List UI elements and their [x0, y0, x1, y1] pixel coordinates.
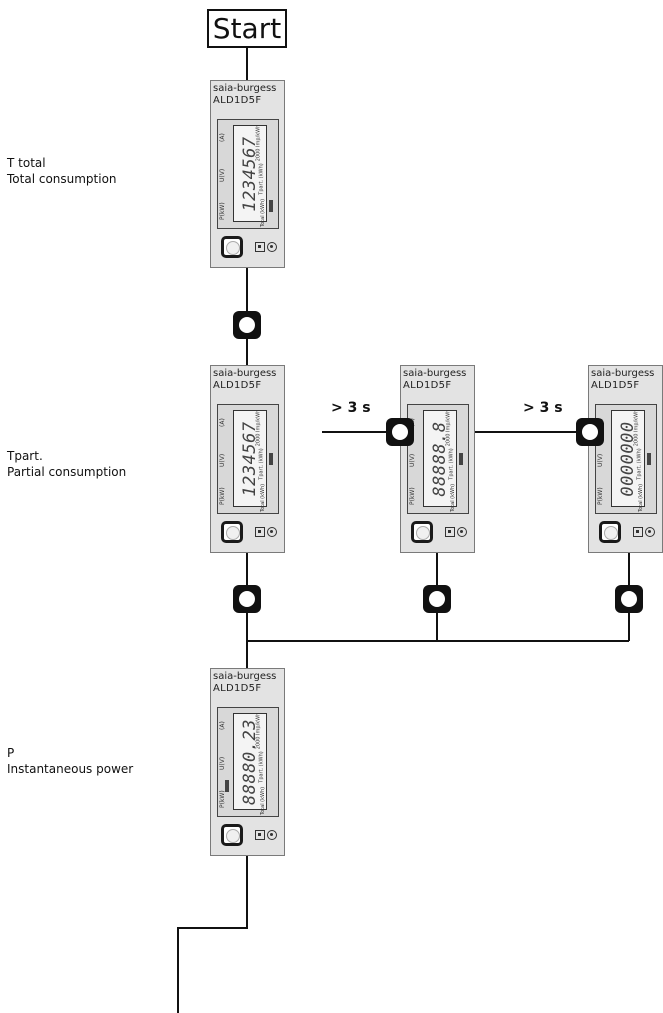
lcd-display: 1234567 — [233, 410, 267, 507]
meter-face: (A) U(V) P(kW) 1234567 2000 Imp/kWh Tpar… — [217, 119, 279, 229]
led-icon — [645, 527, 655, 537]
label-ampere: (A) — [219, 133, 226, 142]
meter-brand: saia-burgess — [213, 368, 277, 379]
meter-power: saia-burgess ALD1D5F (A) U(V) P(kW) 8888… — [210, 668, 285, 856]
lcd-display: 88880.23 — [233, 713, 267, 810]
label-total-kwh: Total (kWh) — [637, 483, 644, 513]
reset-icon — [255, 242, 265, 252]
label-voltage: U(V) — [219, 168, 226, 182]
label-total: T total Total consumption — [7, 155, 117, 187]
label-impulse: 2000 Imp/kWh — [255, 409, 262, 447]
reset-icon — [633, 527, 643, 537]
reset-icon — [255, 527, 265, 537]
button-press-icon — [233, 585, 261, 613]
label-partial-desc: Partial consumption — [7, 465, 127, 479]
label-tpart: Tpart. (kWh) — [258, 751, 265, 783]
button-press-icon — [615, 585, 643, 613]
led-icon — [457, 527, 467, 537]
label-total-kwh: Total (kWh) — [449, 483, 456, 513]
reset-icon — [445, 527, 455, 537]
hold-label-2: > 3 s — [523, 400, 563, 416]
meter-face: (A) U(V) P(kW) 1234567 2000 Imp/kWh Tpar… — [217, 404, 279, 514]
push-button-icon[interactable] — [221, 824, 243, 846]
hold-label-1: > 3 s — [331, 400, 371, 416]
meter-brand: saia-burgess — [591, 368, 655, 379]
label-power-title: P — [7, 746, 15, 760]
meter-face: (A) U(V) P(kW) 0000000 2000 Imp/kWh Tpar… — [595, 404, 657, 514]
meter-face: (A) U(V) P(kW) 88880.23 2000 Imp/kWh Tpa… — [217, 707, 279, 817]
meter-total: saia-burgess ALD1D5F (A) U(V) P(kW) 1234… — [210, 80, 285, 268]
label-voltage: U(V) — [219, 756, 226, 770]
tpart-indicator — [647, 453, 651, 465]
label-total-kwh: Total (kWh) — [259, 483, 266, 513]
tpart-indicator — [459, 453, 463, 465]
meter-brand: saia-burgess — [213, 83, 277, 94]
label-voltage: U(V) — [597, 453, 604, 467]
push-button-icon[interactable] — [221, 236, 243, 258]
reset-icon — [255, 830, 265, 840]
label-power-desc: Instantaneous power — [7, 762, 134, 776]
meter-model: ALD1D5F — [213, 95, 262, 106]
lcd-display: 88888.8 — [423, 410, 457, 507]
push-button-icon[interactable] — [411, 521, 433, 543]
label-power-kw: P(kW) — [219, 202, 226, 220]
meter-partial: saia-burgess ALD1D5F (A) U(V) P(kW) 1234… — [210, 365, 285, 553]
label-power-kw: P(kW) — [219, 790, 226, 808]
meter-brand: saia-burgess — [213, 671, 277, 682]
lcd-display: 1234567 — [233, 125, 267, 222]
tpart-indicator — [269, 453, 273, 465]
led-icon — [267, 830, 277, 840]
label-total-kwh: Total (kWh) — [259, 786, 266, 816]
label-tpart: Tpart. (kWh) — [258, 448, 265, 480]
label-voltage: U(V) — [219, 453, 226, 467]
power-indicator — [225, 780, 229, 792]
label-tpart: Tpart. (kWh) — [448, 448, 455, 480]
label-tpart: Tpart. (kWh) — [636, 448, 643, 480]
label-total-kwh: Total (kWh) — [259, 198, 266, 228]
lcd-display: 0000000 — [611, 410, 645, 507]
meter-face: (A) U(V) P(kW) 88888.8 2000 Imp/kWh Tpar… — [407, 404, 469, 514]
led-icon — [267, 527, 277, 537]
meter-brand: saia-burgess — [403, 368, 467, 379]
label-impulse: 2000 Imp/kWh — [445, 409, 452, 447]
label-partial: Tpart. Partial consumption — [7, 448, 126, 480]
label-power-kw: P(kW) — [219, 487, 226, 505]
label-impulse: 2000 Imp/kWh — [255, 124, 262, 162]
label-impulse: 2000 Imp/kWh — [633, 409, 640, 447]
meter-reset: saia-burgess ALD1D5F (A) U(V) P(kW) 8888… — [400, 365, 475, 553]
label-power-kw: P(kW) — [409, 487, 416, 505]
push-button-icon[interactable] — [221, 521, 243, 543]
meter-reset-done: saia-burgess ALD1D5F (A) U(V) P(kW) 0000… — [588, 365, 663, 553]
push-button-icon[interactable] — [599, 521, 621, 543]
led-icon — [267, 242, 277, 252]
button-press-icon — [233, 311, 261, 339]
button-hold-icon — [576, 418, 604, 446]
meter-model: ALD1D5F — [403, 380, 452, 391]
label-power: P Instantaneous power — [7, 745, 133, 777]
label-tpart: Tpart. (kWh) — [258, 163, 265, 195]
button-press-icon — [423, 585, 451, 613]
label-ampere: (A) — [219, 721, 226, 730]
label-total-title: T total — [7, 156, 46, 170]
meter-model: ALD1D5F — [213, 683, 262, 694]
label-ampere: (A) — [219, 418, 226, 427]
start-box: Start — [207, 9, 287, 48]
button-hold-icon — [386, 418, 414, 446]
label-partial-title: Tpart. — [7, 449, 43, 463]
label-total-desc: Total consumption — [7, 172, 117, 186]
meter-model: ALD1D5F — [591, 380, 640, 391]
meter-model: ALD1D5F — [213, 380, 262, 391]
label-voltage: U(V) — [409, 453, 416, 467]
total-indicator — [269, 200, 273, 212]
label-power-kw: P(kW) — [597, 487, 604, 505]
label-impulse: 2000 Imp/kWh — [255, 712, 262, 750]
